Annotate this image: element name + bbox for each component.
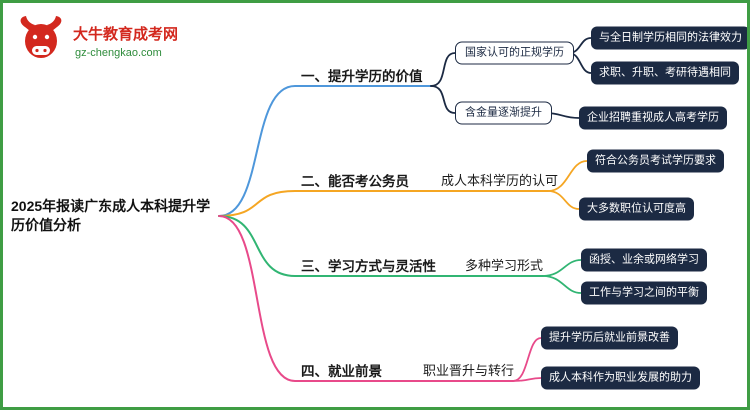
branch4-leaf1-link bbox=[512, 337, 542, 382]
branch4-line bbox=[218, 215, 514, 382]
bull-icon bbox=[20, 16, 62, 58]
branch3-leaf2-link bbox=[542, 275, 582, 294]
branch-label-4: 四、就业前景 bbox=[301, 364, 382, 379]
leaf-node: 求职、升职、考研待遇相同 bbox=[591, 61, 739, 85]
leaf-node: 符合公务员考试学历要求 bbox=[587, 149, 724, 173]
branch2-leaf1-link bbox=[547, 160, 588, 192]
branch-label-3: 三、学习方式与灵活性 bbox=[301, 259, 436, 274]
leaf-node: 大多数职位认可度高 bbox=[579, 197, 694, 221]
branch3-leaf1-link bbox=[542, 259, 582, 277]
branch-label-2: 二、能否考公务员 bbox=[301, 174, 409, 189]
root-node: 2025年报读广东成人本科提升学历价值分析 bbox=[11, 198, 211, 233]
leaf-node: 函授、业余或网络学习 bbox=[581, 248, 707, 272]
branch3-line bbox=[218, 215, 544, 277]
branch4-leaf2-link bbox=[512, 377, 542, 382]
leaf-node: 成人本科作为职业发展的助力 bbox=[541, 366, 700, 390]
leaf-node: 与全日制学历相同的法律效力 bbox=[591, 26, 747, 50]
branch1-child1-link bbox=[430, 52, 456, 87]
leaf-node: 企业招聘重视成人高考学历 bbox=[579, 106, 727, 130]
child-node-gold-content: 含金量逐渐提升 bbox=[455, 101, 552, 125]
connector-lines bbox=[218, 37, 592, 382]
branch1-line bbox=[218, 85, 432, 217]
branch2-line bbox=[218, 190, 549, 217]
leaf-node: 工作与学习之间的平衡 bbox=[581, 281, 707, 305]
site-name: 大牛教育成考网 bbox=[73, 26, 179, 43]
site-url: gz-chengkao.com bbox=[75, 47, 162, 59]
child-node-study-forms: 多种学习形式 bbox=[465, 258, 544, 273]
child-node-regular-degree: 国家认可的正规学历 bbox=[455, 41, 574, 65]
branch2-leaf2-link bbox=[547, 190, 580, 210]
branch1-child2-link bbox=[430, 85, 456, 114]
child-node-degree-recognition: 成人本科学历的认可 bbox=[441, 173, 559, 188]
branch-label-1: 一、提升学历的价值 bbox=[301, 69, 423, 84]
site-logo[interactable]: 大牛教育成考网 gz-chengkao.com bbox=[13, 11, 203, 73]
child-node-career-promotion: 职业晋升与转行 bbox=[423, 363, 515, 378]
leaf-node: 提升学历后就业前景改善 bbox=[541, 326, 678, 350]
